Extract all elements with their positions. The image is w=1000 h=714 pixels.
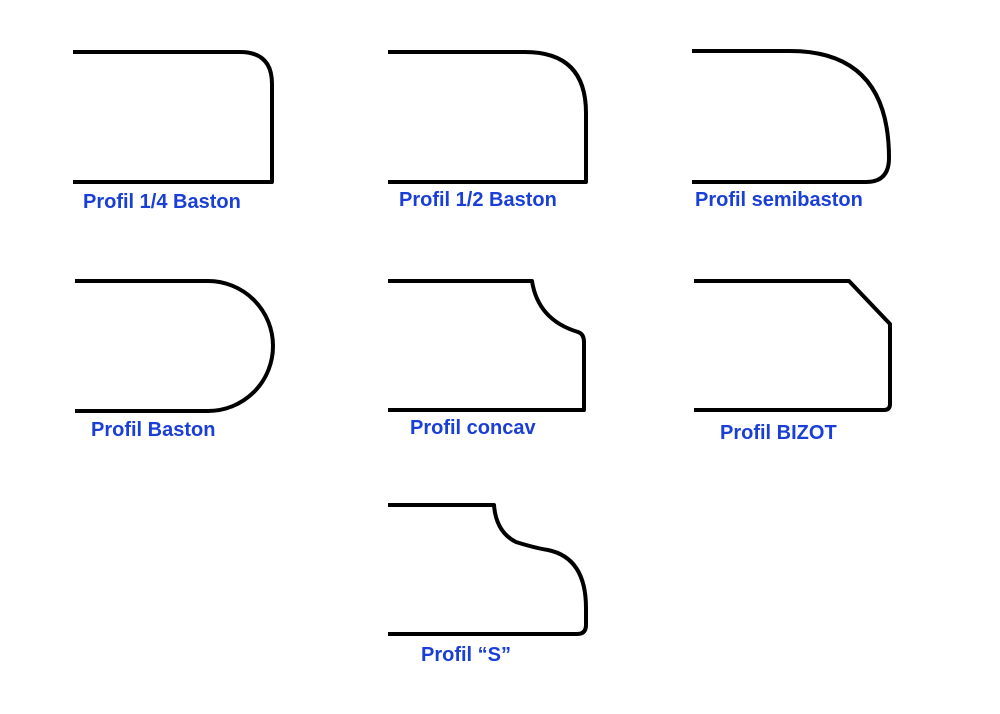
profile-baston-shape (75, 279, 275, 413)
profile-quarter-baston-shape (73, 50, 274, 184)
profile-half-baston-label: Profil 1/2 Baston (399, 189, 557, 211)
profile-quarter-baston-label: Profil 1/4 Baston (83, 191, 241, 213)
profile-concav-label: Profil concav (410, 417, 536, 439)
profile-baston-label: Profil Baston (91, 419, 216, 441)
profile-bizot-shape (694, 279, 892, 412)
profile-concav-shape (388, 279, 586, 412)
profile-half-baston-shape (388, 50, 588, 184)
profile-s-label: Profil “S” (421, 644, 512, 666)
profile-s-shape (388, 503, 588, 636)
profile-semibaston-shape (692, 49, 891, 184)
profile-bizot-label: Profil BIZOT (720, 422, 837, 444)
profile-semibaston-label: Profil semibaston (695, 189, 863, 211)
